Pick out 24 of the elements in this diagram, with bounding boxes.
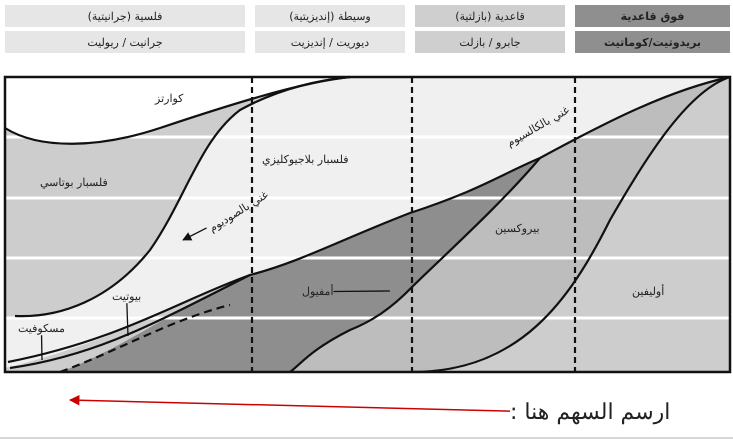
- table-cell: ديوريت / إنديزيت: [255, 31, 405, 53]
- table-cell: فلسية (جرانيتية): [5, 5, 245, 27]
- region-label: بيروكسين: [495, 222, 540, 236]
- mineral-label: مسكوفيت: [18, 322, 65, 336]
- region-label: أوليفين: [632, 285, 664, 298]
- leader-line: [40, 335, 43, 360]
- leader-line: [126, 303, 129, 336]
- table-cell: جابرو / بازلت: [415, 31, 565, 53]
- arrow: [68, 395, 510, 412]
- region-label: فلسبار بوتاسي: [40, 176, 108, 190]
- table-cell: فوق قاعدية: [575, 5, 730, 27]
- region-label: كوارتز: [155, 92, 184, 106]
- arrow: [182, 227, 207, 241]
- mineral-label: غني بالصوديوم: [206, 188, 271, 235]
- instruction-text: ارسم السهم هنا :: [510, 400, 670, 426]
- table-cell: قاعدية (بازلتية): [415, 5, 565, 27]
- table-cell: بريدوتيت/كوماتيت: [575, 31, 730, 53]
- table-cell: وسيطة (إنديزيتية): [255, 5, 405, 27]
- mineral-label: بيوتيت: [112, 290, 142, 304]
- leader-line: [334, 290, 390, 292]
- mineral-label: أمفيول: [302, 285, 334, 298]
- region-label: فلسبار بلاجيوكليزي: [262, 153, 348, 166]
- table-cell: جرانيت / ريوليت: [5, 31, 245, 53]
- region-label: غني بالكالسيوم: [504, 103, 572, 150]
